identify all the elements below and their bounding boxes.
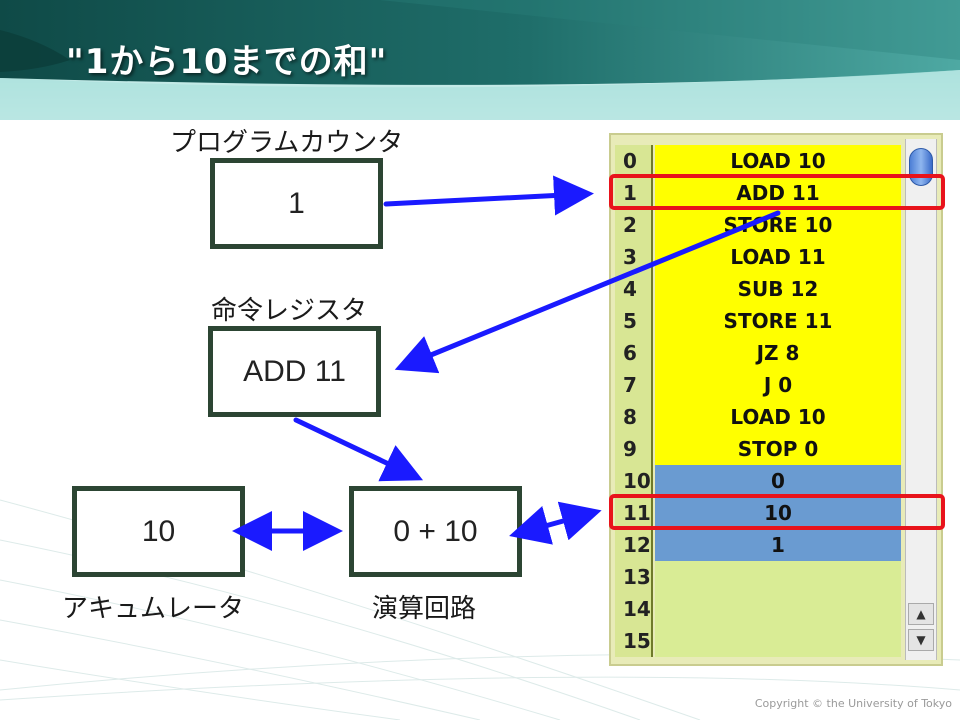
memory-address: 3 (615, 241, 653, 273)
memory-value: SUB 12 (655, 273, 901, 305)
memory-value: STORE 10 (655, 209, 901, 241)
memory-address: 15 (615, 625, 653, 657)
memory-value: 0 (655, 465, 901, 497)
memory-address: 7 (615, 369, 653, 401)
accumulator-label: アキュムレータ (62, 594, 245, 624)
memory-value (655, 561, 901, 593)
memory-address: 2 (615, 209, 653, 241)
instruction-register-box: ADD 11 (208, 326, 381, 417)
memory-row: 14 (611, 593, 901, 625)
scroll-up-icon[interactable]: ▲ (908, 603, 934, 625)
program-counter-box: 1 (210, 158, 383, 249)
memory-address: 5 (615, 305, 653, 337)
slide-title: "1から10までの和" (66, 42, 388, 82)
program-counter-label: プログラムカウンタ (170, 128, 404, 158)
instruction-register-label: 命令レジスタ (211, 296, 368, 326)
highlight-address-1 (609, 174, 945, 210)
memory-address: 1 (615, 177, 653, 209)
memory-value: LOAD 10 (655, 145, 901, 177)
highlight-address-11 (609, 494, 945, 530)
memory-row: 15 (611, 625, 901, 657)
memory-address: 4 (615, 273, 653, 305)
memory-row: 13 (611, 561, 901, 593)
alu-box: 0 + 10 (349, 486, 522, 577)
memory-address: 10 (615, 465, 653, 497)
memory-value (655, 593, 901, 625)
scrollbar-thumb[interactable] (909, 148, 933, 186)
memory-address: 13 (615, 561, 653, 593)
memory-address: 0 (615, 145, 653, 177)
memory-value: STOP 0 (655, 433, 901, 465)
memory-value (655, 625, 901, 657)
copyright-text: Copyright © the University of Tokyo (754, 697, 952, 710)
memory-value: STORE 11 (655, 305, 901, 337)
memory-value: ADD 11 (655, 177, 901, 209)
accumulator-box: 10 (72, 486, 245, 577)
memory-value: JZ 8 (655, 337, 901, 369)
memory-scrollbar[interactable]: ▲ ▼ (905, 139, 937, 660)
memory-value: LOAD 10 (655, 401, 901, 433)
memory-value: 1 (655, 529, 901, 561)
memory-address: 9 (615, 433, 653, 465)
memory-address: 12 (615, 529, 653, 561)
memory-value: 10 (655, 497, 901, 529)
memory-address: 8 (615, 401, 653, 433)
memory-address: 6 (615, 337, 653, 369)
memory-value: LOAD 11 (655, 241, 901, 273)
scroll-down-icon[interactable]: ▼ (908, 629, 934, 651)
memory-address: 11 (615, 497, 653, 529)
alu-label: 演算回路 (372, 594, 477, 624)
memory-value: J 0 (655, 369, 901, 401)
memory-address: 14 (615, 593, 653, 625)
